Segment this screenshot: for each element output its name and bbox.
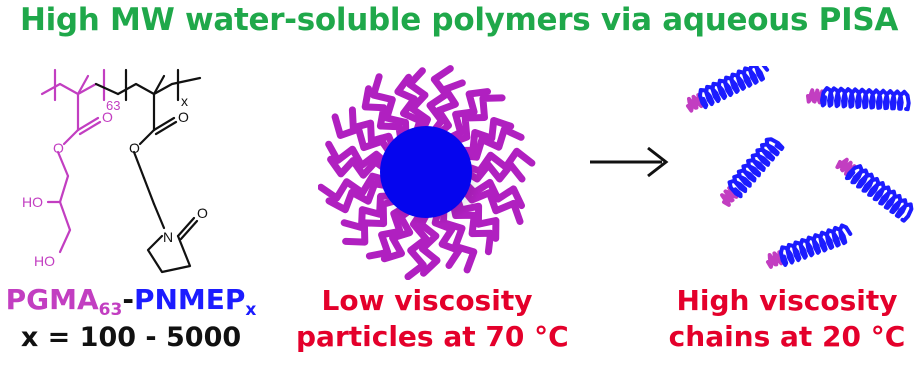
carbonyl-o-pnmep: O: [178, 109, 189, 125]
pgma-methyl: [76, 74, 90, 96]
pnmep-chain-segment: [844, 164, 914, 223]
carbonyl-o-pgma: O: [102, 109, 113, 125]
pnmep-chain-segment: [779, 223, 853, 267]
pnmep-chain-segment: [698, 66, 770, 110]
corona-strand: [434, 79, 466, 138]
corona-strand: [331, 113, 394, 158]
corona-strand: [449, 94, 506, 146]
pyrrolidone-ring: [146, 234, 192, 274]
pgma-chain-segment: [720, 186, 739, 207]
corona-strand: [444, 88, 491, 143]
corona-strand: [370, 73, 410, 141]
pnmep-chain-segment: [727, 137, 785, 199]
chains-caption-line1: High viscosity: [676, 284, 898, 317]
pgma-backbone: [40, 82, 98, 96]
micelle-caption-line1: Low viscosity: [321, 284, 533, 317]
pnmep-chain-segment: [820, 86, 911, 112]
pnmep-dp-subscript: x: [245, 300, 257, 320]
chains-caption-line2: chains at 20 °C: [668, 320, 906, 353]
nitrogen-label: N: [163, 229, 173, 245]
pgma-chain-segment: [766, 250, 784, 269]
corona-strand: [426, 65, 454, 136]
corona-strand: [394, 73, 424, 137]
ho-top-label: HO: [22, 194, 43, 210]
micelle-core: [380, 126, 472, 218]
corona-strand: [327, 155, 390, 179]
corona-strand: [406, 67, 431, 136]
chemical-structure: 63 x O O O O HO HO N O: [22, 68, 208, 274]
dp-range-label: x = 100 - 5000: [20, 322, 242, 353]
pnmep-methyl: [152, 74, 166, 96]
corona-strand: [361, 85, 405, 145]
corona-strand: [456, 117, 515, 154]
ester-o-pnmep: O: [129, 140, 140, 156]
corona-strand: [348, 106, 398, 152]
pgma-chain-segment: [686, 93, 704, 113]
corona-strand: [325, 140, 391, 169]
x-label: x: [181, 93, 188, 109]
pgma-chain-segment: [806, 88, 825, 105]
dissolved-chains-illustration: [686, 66, 914, 269]
micelle-caption-line2: particles at 70 °C: [296, 320, 569, 353]
dp-label: 63: [106, 98, 120, 113]
transition-arrow: [590, 146, 669, 178]
ring-o-label: O: [197, 205, 208, 221]
pgma-dp-subscript: 63: [98, 300, 123, 320]
corona-strand: [459, 126, 525, 161]
copolymer-name: PGMA63-PNMEPx: [0, 283, 262, 320]
micelle-illustration: [318, 65, 536, 280]
corona-strand: [325, 180, 392, 214]
micelle-caption: Low viscosity particles at 70 °C: [296, 283, 569, 355]
pgma-block-label: PGMA: [5, 283, 99, 316]
ester-o-pgma: O: [53, 140, 64, 156]
corona-strand: [318, 172, 391, 202]
pnmep-block-label: PNMEP: [133, 283, 246, 316]
pgma-chain-segment: [835, 157, 857, 176]
pgma-backbone-link: [94, 82, 120, 96]
chains-caption: High viscosity chains at 20 °C: [656, 283, 918, 355]
block-dash: -: [122, 283, 134, 316]
figure-title: High MW water-soluble polymers via aqueo…: [19, 2, 899, 38]
ho-bottom-label: HO: [34, 253, 55, 269]
